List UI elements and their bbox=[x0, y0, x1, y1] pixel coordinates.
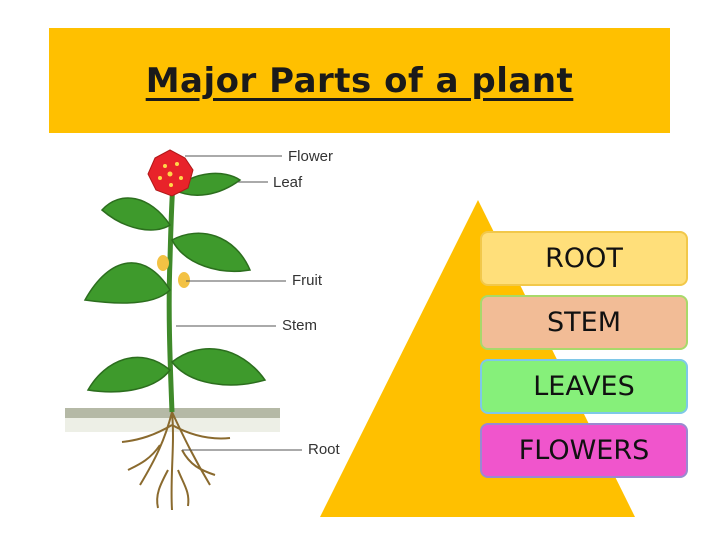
pyramid-level-stem-label: STEM bbox=[547, 307, 621, 338]
pyramid-level-root: ROOT bbox=[480, 231, 688, 286]
pyramid-level-leaves: LEAVES bbox=[480, 359, 688, 414]
fruit-1 bbox=[157, 255, 169, 271]
page-title: Major Parts of a plant bbox=[145, 60, 574, 101]
title-banner: Major Parts of a plant bbox=[49, 28, 670, 133]
pyramid-level-root-label: ROOT bbox=[545, 243, 623, 274]
pyramid-level-flowers-label: FLOWERS bbox=[518, 435, 650, 466]
label-root: Root bbox=[308, 441, 340, 458]
label-lines bbox=[176, 155, 302, 451]
fruit-2 bbox=[178, 272, 190, 288]
label-fruit: Fruit bbox=[292, 272, 322, 289]
plant-illustration bbox=[65, 149, 302, 511]
label-stem: Stem bbox=[282, 317, 318, 334]
label-leaf: Leaf bbox=[273, 174, 303, 191]
leaves bbox=[83, 172, 267, 393]
pyramid-level-leaves-label: LEAVES bbox=[533, 371, 635, 402]
pyramid-level-stem: STEM bbox=[480, 295, 688, 350]
flower bbox=[147, 149, 194, 197]
label-flower: Flower bbox=[288, 148, 334, 165]
pyramid-level-flowers: FLOWERS bbox=[480, 423, 688, 478]
